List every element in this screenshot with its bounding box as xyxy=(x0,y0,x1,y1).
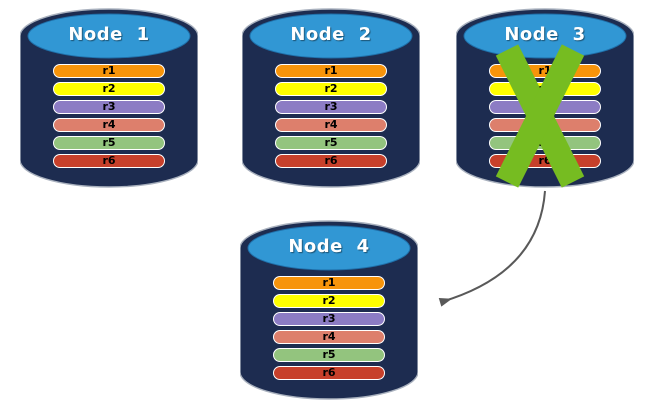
node-title: Node 2 xyxy=(290,24,372,45)
row-r3: r3 xyxy=(273,312,385,326)
row-r1: r1 xyxy=(273,276,385,290)
row-r1: r1 xyxy=(53,64,165,78)
row-r5: r5 xyxy=(275,136,387,150)
row-r6: r6 xyxy=(275,154,387,168)
node-3: Node 3 r1 r2 r3 r4 r5 r6 xyxy=(456,6,634,190)
row-list: r1 r2 r3 r4 r5 r6 xyxy=(273,276,385,384)
row-list: r1 r2 r3 r4 r5 r6 xyxy=(53,64,165,172)
node-2: Node 2 r1 r2 r3 r4 r5 r6 xyxy=(242,6,420,190)
x-stroke xyxy=(495,44,585,188)
node-title: Node 4 xyxy=(288,236,370,257)
row-r1: r1 xyxy=(275,64,387,78)
row-r3: r3 xyxy=(275,100,387,114)
row-r4: r4 xyxy=(53,118,165,132)
row-list: r1 r2 r3 r4 r5 r6 xyxy=(275,64,387,172)
failover-arrow-path xyxy=(438,190,546,307)
row-r5: r5 xyxy=(53,136,165,150)
node-4: Node 4 r1 r2 r3 r4 r5 r6 xyxy=(240,218,418,402)
row-r2: r2 xyxy=(275,82,387,96)
cylinder-top xyxy=(27,13,191,59)
node-title: Node 1 xyxy=(68,24,150,45)
row-r3: r3 xyxy=(53,100,165,114)
row-r5: r5 xyxy=(273,348,385,362)
row-r4: r4 xyxy=(273,330,385,344)
row-r4: r4 xyxy=(275,118,387,132)
cylinder-top xyxy=(249,13,413,59)
node-title: Node 3 xyxy=(504,24,586,45)
cylinder-top xyxy=(463,13,627,59)
row-r2: r2 xyxy=(273,294,385,308)
row-r2: r2 xyxy=(53,82,165,96)
node-1: Node 1 r1 r2 r3 r4 r5 r6 xyxy=(20,6,198,190)
failure-x-icon xyxy=(495,44,585,188)
row-r6: r6 xyxy=(273,366,385,380)
cylinder-top xyxy=(247,225,411,271)
row-r6: r6 xyxy=(53,154,165,168)
